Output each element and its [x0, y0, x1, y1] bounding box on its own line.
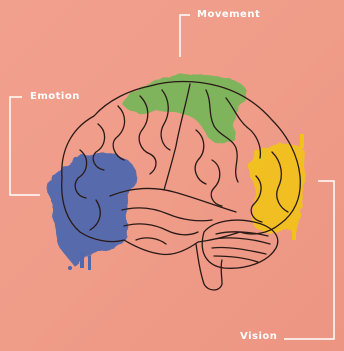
movement-label: Movement [197, 9, 260, 20]
emotion-label: Emotion [30, 91, 80, 102]
vision-region [249, 143, 306, 232]
vision-label: Vision [240, 331, 277, 342]
